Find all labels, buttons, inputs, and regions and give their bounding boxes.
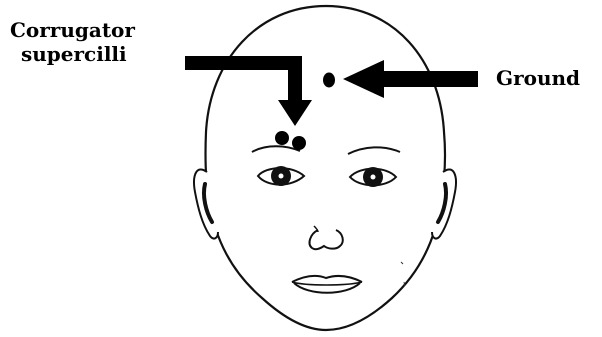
corrugator-label-line2: supercilli [10, 42, 135, 66]
corrugator-electrode-2 [292, 136, 306, 150]
head-outline [205, 6, 445, 330]
corrugator-electrode-1 [275, 131, 289, 145]
ground-electrode [323, 73, 335, 88]
ground-label: Ground [496, 66, 580, 90]
corrugator-label-line1: Corrugator [10, 18, 135, 42]
corrugator-supercilli-label: Corrugator supercilli [10, 18, 135, 66]
